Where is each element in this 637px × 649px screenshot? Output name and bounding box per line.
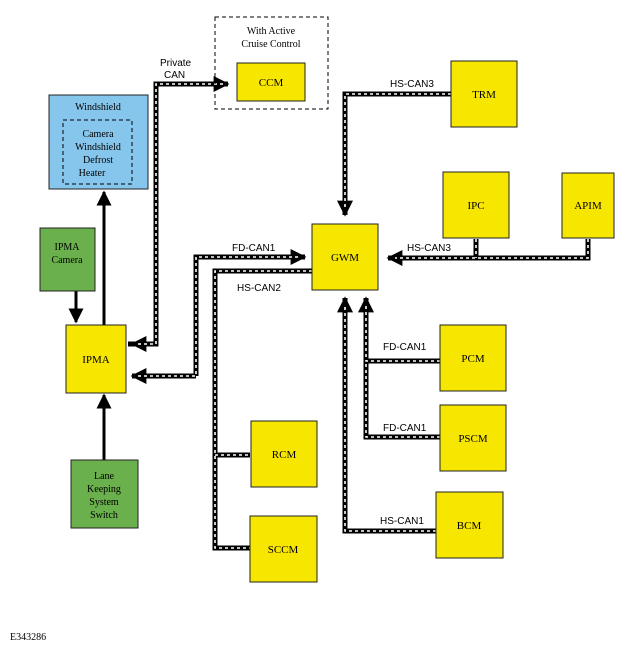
module-boxes: CCM TRM GWM IPC APIM IPMA PCM PSCM — [65, 60, 615, 583]
heater-line-3: Defrost — [83, 155, 113, 166]
ipc-module: IPC — [442, 171, 510, 239]
heater-line-2: Windshield — [75, 142, 121, 153]
heater-line-1: Camera — [82, 129, 114, 140]
active-cruise-line1: With Active — [247, 26, 296, 37]
hs-can3-ipc-bus — [386, 239, 591, 267]
hardwire-lines — [68, 190, 112, 460]
sccm-module: SCCM — [249, 515, 318, 583]
ipma-camera-line-1: IPMA — [54, 242, 80, 253]
pcm-module: PCM — [439, 324, 507, 392]
hs-can2-label: HS-CAN2 — [237, 283, 281, 294]
hs-can3-ipc-label: HS-CAN3 — [407, 243, 451, 254]
pcm-label: PCM — [461, 353, 484, 365]
bcm-module: BCM — [435, 491, 504, 559]
lane-switch-line-3: System — [89, 497, 119, 508]
lane-switch-line-2: Keeping — [87, 484, 121, 495]
bus-labels: Private CAN HS-CAN3 HS-CAN3 FD-CAN1 HS-C… — [160, 58, 451, 527]
fd-can1-pscm-label: FD-CAN1 — [383, 423, 427, 434]
heater-line-4: Heater — [79, 168, 106, 179]
figure-id: E343286 — [10, 632, 46, 643]
ipma-label: IPMA — [82, 354, 110, 366]
lane-switch-line-4: Switch — [90, 510, 118, 521]
ipma-camera-block: IPMA Camera — [39, 227, 96, 292]
hs-can2-bus — [212, 268, 312, 551]
trm-label: TRM — [472, 89, 496, 101]
private-can-bus — [128, 75, 230, 353]
active-cruise-line2: Cruise Control — [241, 39, 300, 50]
rcm-module: RCM — [250, 420, 318, 488]
private-can-label-1: Private — [160, 58, 192, 69]
ipma-camera-line-2: Camera — [51, 255, 83, 266]
lane-switch-line-1: Lane — [94, 471, 115, 482]
gwm-label: GWM — [331, 252, 359, 264]
fd-can1-ipma-label: FD-CAN1 — [232, 243, 276, 254]
ccm-module: CCM — [236, 62, 306, 102]
trm-module: TRM — [450, 60, 518, 128]
active-cruise-group: With Active Cruise Control — [214, 16, 329, 110]
sccm-label: SCCM — [268, 544, 299, 556]
fd-can1-pcm-label: FD-CAN1 — [383, 342, 427, 353]
apim-module: APIM — [561, 172, 615, 239]
hs-can1-bcm-label: HS-CAN1 — [380, 516, 424, 527]
ipma-module: IPMA — [65, 324, 127, 394]
windshield-title: Windshield — [75, 102, 121, 113]
ipc-label: IPC — [467, 200, 484, 212]
lane-keeping-switch-block: Lane Keeping System Switch — [70, 459, 139, 529]
windshield-block: Windshield Camera Windshield Defrost Hea… — [48, 94, 149, 190]
rcm-label: RCM — [272, 449, 297, 461]
hs-can3-trm-label: HS-CAN3 — [390, 79, 434, 90]
heater-outline — [62, 119, 133, 185]
pscm-module: PSCM — [439, 404, 507, 472]
pscm-label: PSCM — [458, 433, 488, 445]
fd-can1-ipma-bus — [130, 248, 307, 385]
gwm-module: GWM — [311, 223, 379, 291]
bus-lines — [128, 75, 591, 551]
ccm-label: CCM — [259, 77, 284, 89]
apim-label: APIM — [574, 200, 602, 212]
private-can-label-2: CAN — [164, 70, 185, 81]
fd-can1-pcm-bus — [357, 296, 440, 440]
bcm-label: BCM — [457, 520, 482, 532]
hs-can3-trm-bus — [336, 91, 451, 217]
hs-can1-bcm-bus — [336, 296, 436, 534]
active-cruise-outline — [214, 16, 329, 110]
